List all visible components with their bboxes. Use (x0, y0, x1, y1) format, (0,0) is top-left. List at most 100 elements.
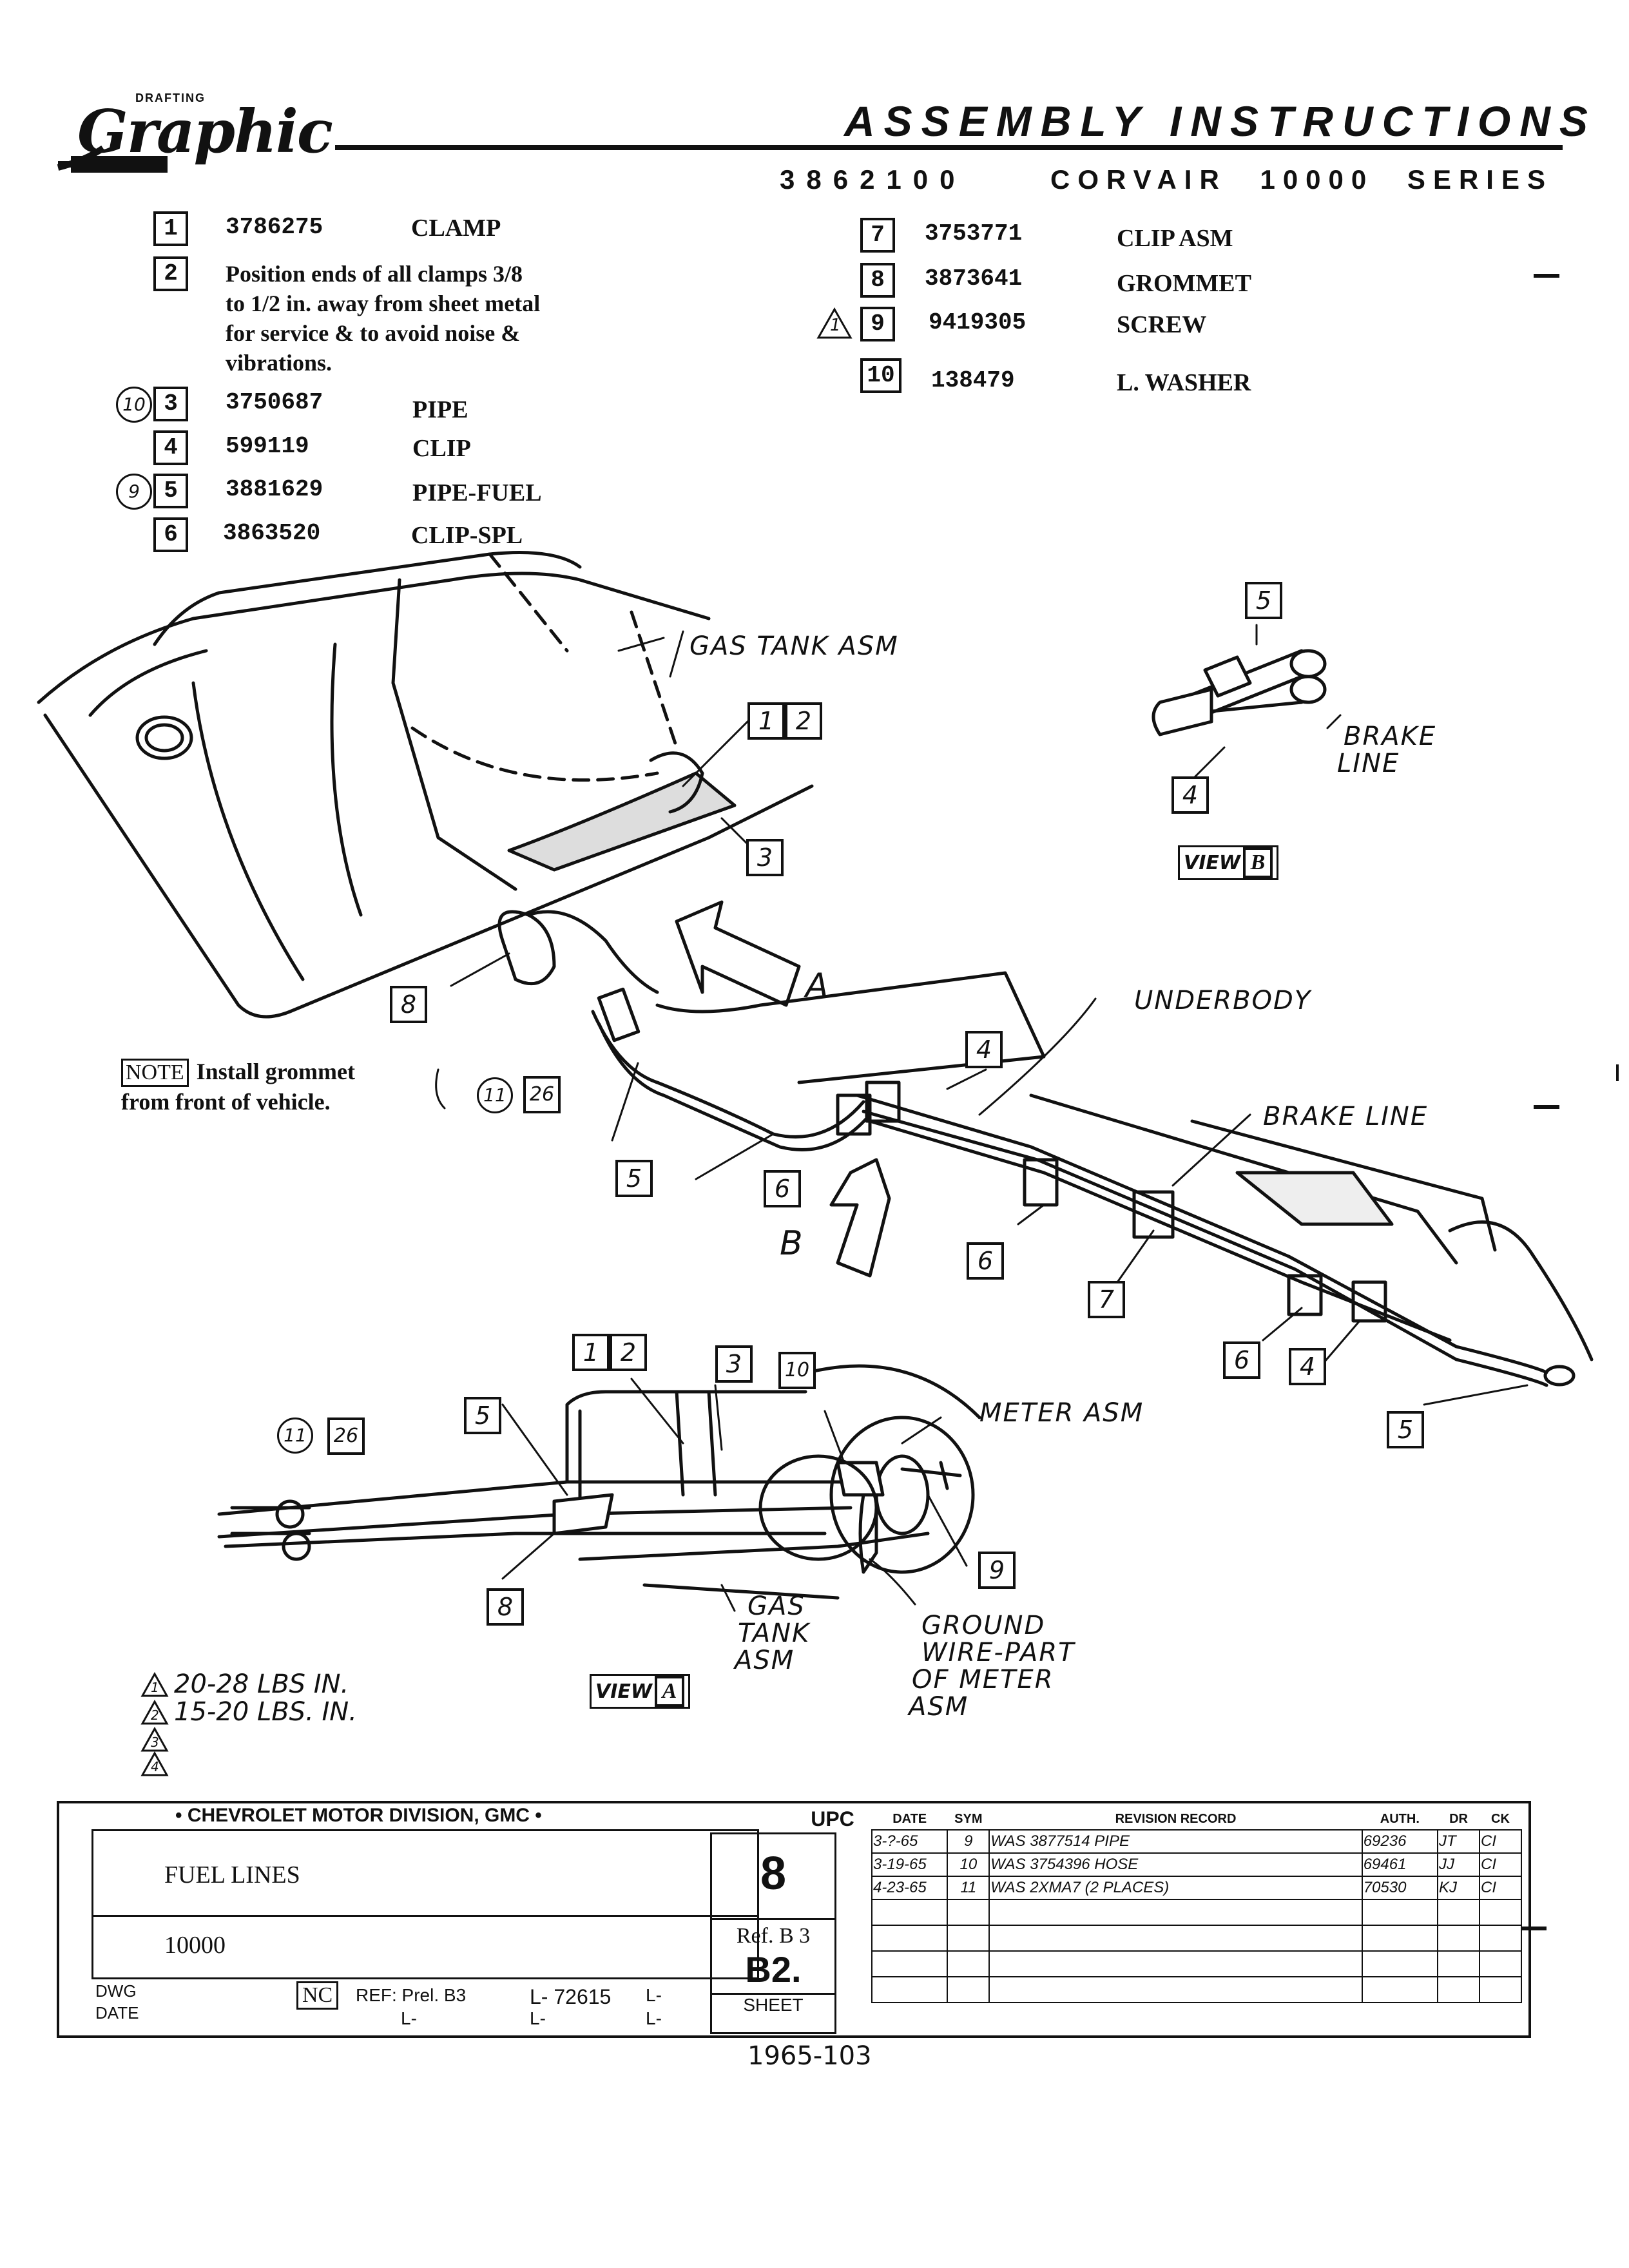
margin-tick (1534, 1105, 1559, 1109)
parts-row: 10 3 3750687 PIPE (116, 387, 696, 425)
page-title: ASSEMBLY INSTRUCTIONS (844, 97, 1597, 145)
callout-4: 4 (1171, 776, 1209, 814)
brake-line-label: BRAKE (1344, 722, 1437, 751)
rev-col-header: REVISION RECORD (1115, 1811, 1237, 1826)
rev-dr: JT (1437, 1829, 1480, 1854)
part-number-cell: 3881629 (226, 476, 323, 503)
callout-1: 1 (747, 702, 785, 740)
underbody-label: UNDERBODY (1134, 986, 1312, 1015)
gas-tank-lower-label: TANK (738, 1619, 811, 1648)
gas-tank-label: GAS TANK ASM (689, 631, 899, 661)
callout-6: 6 (1223, 1341, 1260, 1379)
rev-sym: 11 (947, 1876, 990, 1900)
part-name-cell: PIPE (412, 396, 468, 423)
rev-ck: CI (1478, 1876, 1523, 1900)
rev-col-header: DATE (892, 1811, 927, 1826)
brake-line-label-2: LINE (1337, 749, 1400, 778)
rev-dr: JJ (1437, 1852, 1480, 1877)
view-a-tag: VIEW A (590, 1674, 690, 1709)
date-label: DATE (95, 2003, 139, 2023)
callout-1: 1 (572, 1334, 610, 1371)
gas-tank-drawing (37, 551, 814, 1019)
model-cell: 10000 (92, 1913, 759, 1979)
rev-marker-circle: 11 (477, 1077, 513, 1113)
rev-record: WAS 3877514 PIPE (988, 1829, 1363, 1854)
part-name-cell: GROMMET (1117, 270, 1251, 297)
note-line: Position ends of all clamps 3/8 (226, 261, 523, 287)
parts-row: 10 138479 L. WASHER (860, 358, 1440, 397)
rev-ck: CI (1478, 1829, 1523, 1854)
ref-cell: Ref. B 3 B2. SHEET (710, 1918, 836, 2034)
series: CORVAIR 10000 SERIES (1050, 164, 1553, 195)
view-a-letter: A (654, 1676, 684, 1707)
rev-dr: KJ (1437, 1876, 1480, 1900)
drawing-name: FUEL LINES (164, 1861, 300, 1888)
logo: DRAFTING Graphic (45, 84, 333, 187)
callout-5: 5 (1245, 582, 1282, 619)
parts-row: 6 3863520 CLIP-SPL (153, 517, 733, 556)
l-blank: L- (401, 2008, 417, 2028)
part-number-cell: 3873641 (925, 265, 1023, 292)
arrow-a-label: A (805, 966, 830, 1005)
item-box: 7 (860, 218, 895, 253)
part-number-cell: 3750687 (226, 389, 323, 416)
torque-marker-num: 2 (151, 1707, 159, 1723)
margin-tick (1521, 1927, 1547, 1930)
table-row (871, 1976, 1523, 2003)
callout-8: 8 (487, 1588, 524, 1626)
nc-box: NC (296, 1981, 339, 2010)
clip-shapes (497, 910, 1387, 1323)
l-number: L- 72615 (530, 1985, 612, 2008)
part-name-cell: CLIP (412, 435, 471, 462)
callout-4: 4 (965, 1031, 1003, 1068)
title-block: • CHEVROLET MOTOR DIVISION, GMC • FUEL L… (57, 1801, 1531, 2038)
rev-marker-circle: 10 (116, 387, 152, 423)
ref-code: B2. (745, 1949, 802, 1990)
torque-value: 15-20 LBS. IN. (174, 1697, 357, 1727)
part-name-cell: CLIP ASM (1117, 225, 1233, 252)
rev-marker-circle: 11 (277, 1418, 313, 1454)
item-box: 10 (860, 358, 901, 393)
rev-sym: 10 (947, 1852, 990, 1877)
margin-tick (1534, 274, 1559, 278)
part-number-cell: 599119 (226, 433, 309, 459)
callout-4: 4 (1289, 1348, 1326, 1385)
torque-row: 2 15-20 LBS. IN. (140, 1697, 463, 1727)
callout-8: 8 (390, 986, 427, 1023)
ground-wire-label: GROUND (921, 1611, 1046, 1640)
l-blank: L- (530, 2008, 546, 2028)
callout-26: 26 (327, 1418, 365, 1455)
upc-label: UPC (811, 1807, 854, 1831)
upc-number: 8 (760, 1848, 787, 1899)
dwg-label: DWG (95, 1981, 137, 2001)
view-b-label: VIEW (1184, 852, 1240, 874)
callout-5: 5 (464, 1397, 501, 1434)
torque-marker-icon (816, 307, 853, 339)
table-row: 4-23-65 11 WAS 2XMA7 (2 PLACES) 70530 KJ… (871, 1876, 1523, 1900)
callout-5: 5 (1387, 1411, 1424, 1448)
gas-tank-lower-label: GAS (747, 1591, 805, 1621)
parts-row: 1 9 9419305 SCREW (816, 307, 1434, 345)
torque-value: 20-28 LBS IN. (174, 1669, 349, 1699)
parts-row: 1 3786275 CLAMP (153, 211, 733, 250)
margin-tick (1616, 1064, 1619, 1081)
rev-col-header: AUTH. (1380, 1811, 1420, 1826)
part-number-cell: 9419305 (929, 309, 1027, 336)
parts-row: 4 599119 CLIP (153, 430, 733, 469)
parts-row: 8 3873641 GROMMET (860, 263, 1440, 302)
note-line: from front of vehicle. (121, 1089, 331, 1115)
rev-col-header: SYM (954, 1811, 983, 1826)
callout-5: 5 (615, 1160, 653, 1197)
part-number-cell: 3786275 (226, 214, 323, 240)
view-b-letter: B (1242, 847, 1273, 878)
dwg-row: DWG DATE NC REF: Prel. B3 L- 72615 L- L-… (92, 1979, 755, 2030)
revision-header-row: DATE SYM REVISION RECORD AUTH. DR CK (872, 1809, 1521, 1830)
item-box: 2 (153, 256, 188, 291)
meter-assembly-drawing (217, 1364, 981, 1600)
torque-marker-icon (140, 1700, 169, 1725)
rev-date: 3-?-65 (871, 1829, 949, 1854)
torque-marker-num: 1 (151, 1680, 159, 1695)
rev-auth: 69236 (1361, 1829, 1439, 1854)
table-row (871, 1899, 1523, 1926)
callout-7: 7 (1088, 1281, 1125, 1318)
